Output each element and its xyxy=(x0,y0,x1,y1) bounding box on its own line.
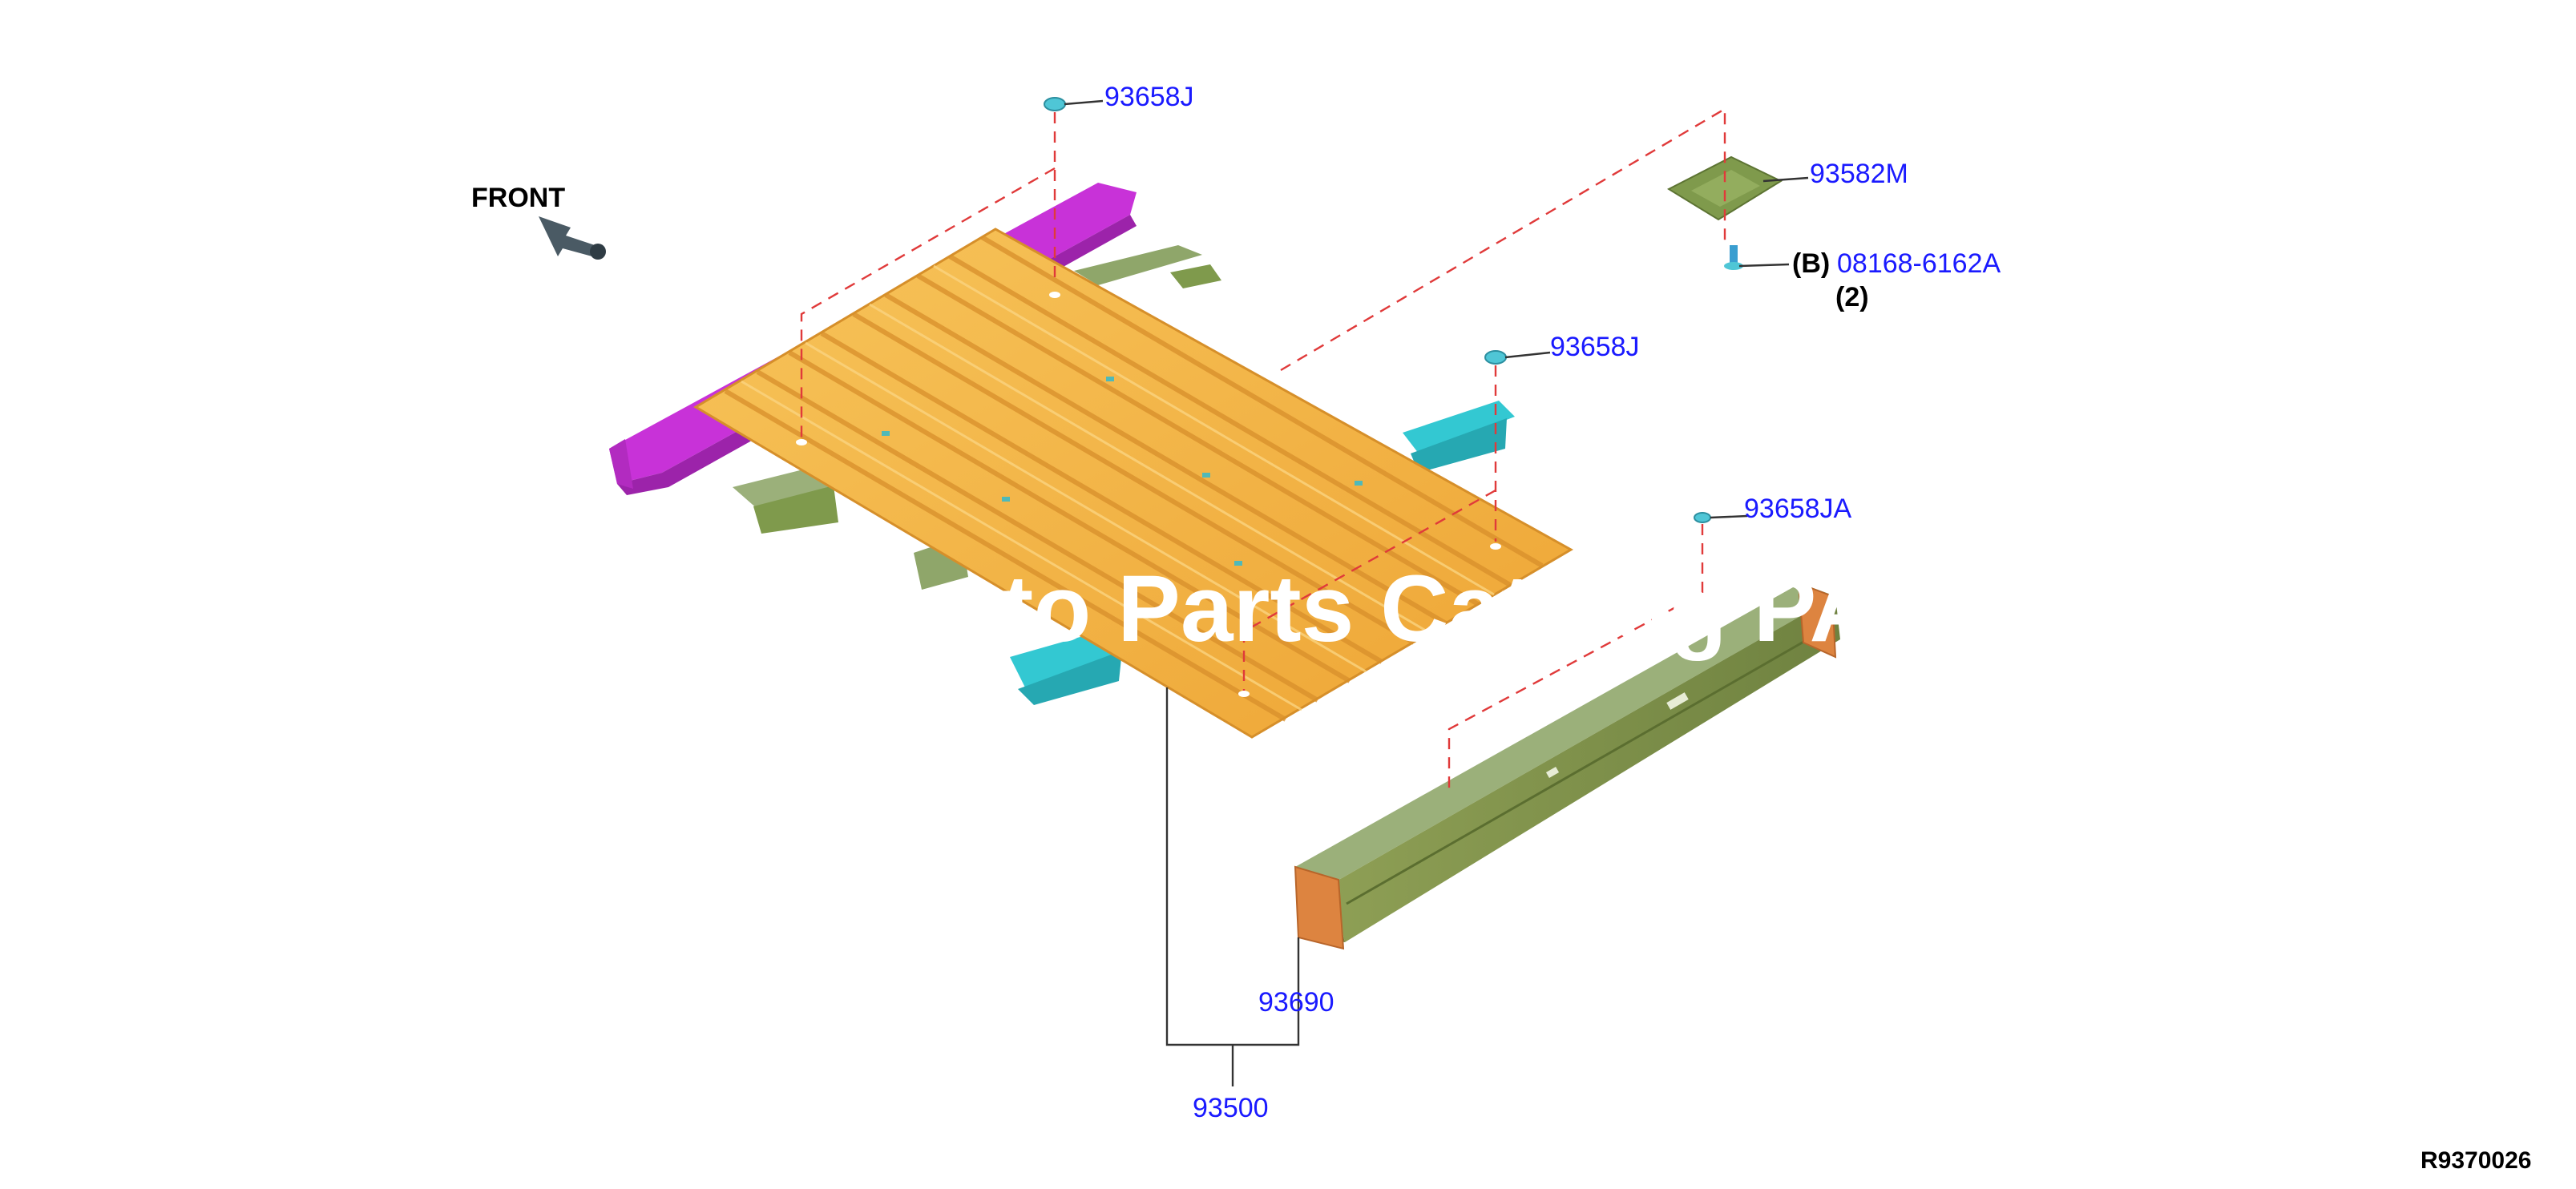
end-cap-right-orange xyxy=(1797,582,1837,659)
label-93658J-top[interactable]: 93658J xyxy=(1104,82,1194,112)
label-qty-08168: (2) xyxy=(1835,282,1869,312)
plate-93582M xyxy=(1666,155,1783,221)
front-indicator: FRONT xyxy=(471,183,606,260)
dashed-guides xyxy=(800,107,1726,792)
end-cap-left-orange xyxy=(1294,865,1345,950)
floor-teal-marks xyxy=(882,377,1363,566)
watermark-text: to Parts Catalog PA xyxy=(1002,556,1878,662)
bolt-08168-icon xyxy=(1724,245,1743,270)
label-93690[interactable]: 93690 xyxy=(1258,987,1334,1018)
diagram-id: R9370026 xyxy=(2421,1147,2531,1174)
cross-members-rear xyxy=(733,245,1515,705)
clip-93658JA-icon xyxy=(1694,512,1711,523)
label-93658J-mid[interactable]: 93658J xyxy=(1550,332,1640,362)
label-93658JA[interactable]: 93658JA xyxy=(1744,494,1852,524)
label-b-marker: (B) xyxy=(1792,248,1830,279)
label-93582M[interactable]: 93582M xyxy=(1810,159,1908,189)
clip-93658J-top-icon xyxy=(1044,97,1066,111)
label-93500[interactable]: 93500 xyxy=(1193,1093,1269,1123)
floor-holes xyxy=(796,292,1501,697)
leader-lines xyxy=(1064,99,1809,1086)
front-label: FRONT xyxy=(471,183,565,213)
label-08168-6162A[interactable]: 08168-6162A xyxy=(1837,248,2001,279)
clip-93658J-mid-icon xyxy=(1484,350,1507,365)
front-arrow-icon xyxy=(539,216,606,260)
floor-rib-highlights xyxy=(741,264,1495,711)
